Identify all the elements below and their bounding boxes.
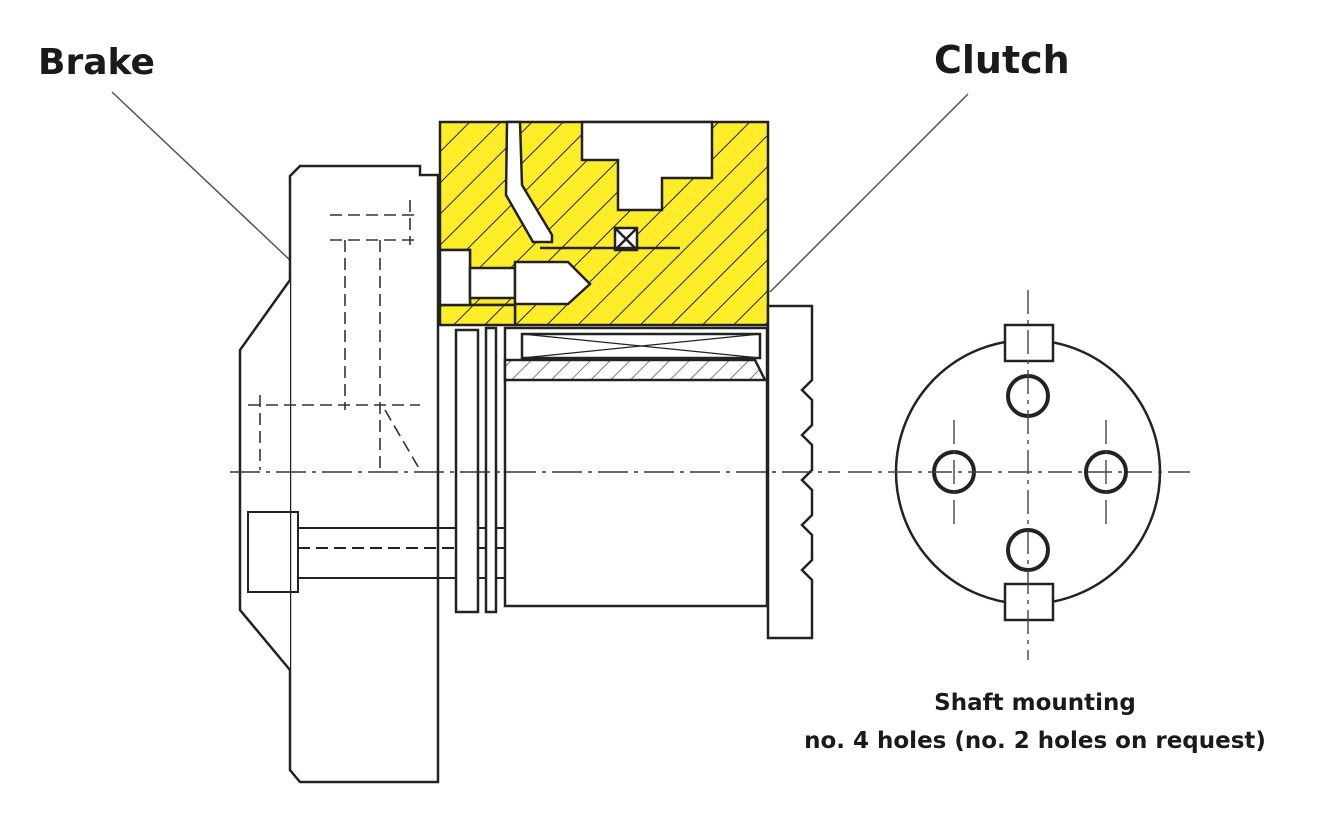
clutch-leader-line [769, 93, 969, 293]
brake-hidden-lines [248, 200, 421, 471]
clutch-label: Clutch [934, 38, 1070, 82]
caption-subtitle: no. 4 holes (no. 2 holes on request) [804, 728, 1266, 754]
shaft-view-center-lines [848, 290, 1190, 660]
clutch-section [438, 120, 770, 327]
brake-leader-line [111, 91, 293, 263]
brake-label: Brake [38, 42, 155, 83]
caption-title: Shaft mounting [934, 690, 1136, 716]
brake-body [238, 164, 440, 784]
clutch-housing [454, 326, 769, 614]
